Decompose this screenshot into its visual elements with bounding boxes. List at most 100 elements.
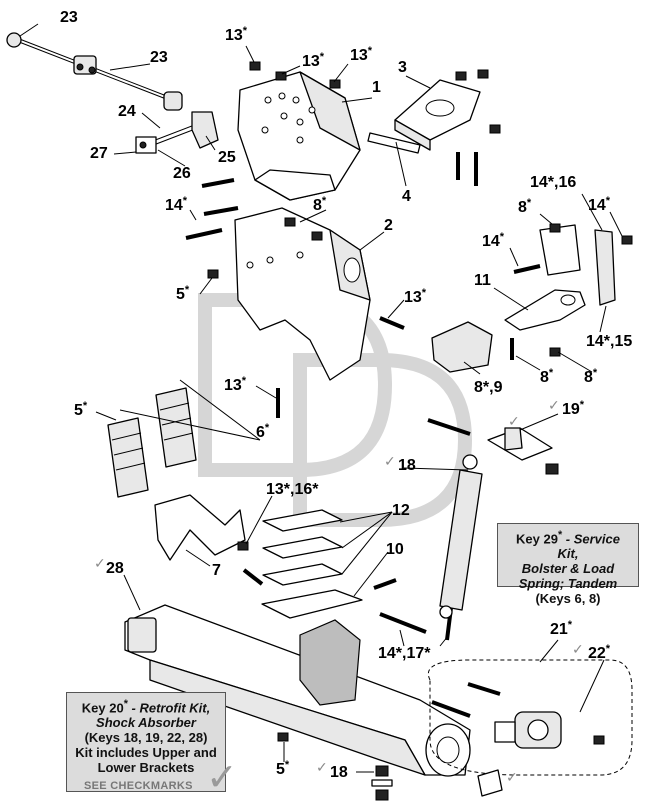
kit-note-20-line3: (Keys 18, 19, 22, 28) [84,730,208,746]
callout-mark: * [526,197,532,209]
callout-key: 8 [540,369,549,386]
kit-star: * [123,698,128,710]
callout-key: 14 [165,197,183,214]
torque-rod-23 [6,32,183,111]
callout-mark: * [367,45,373,57]
walking-beam-28 [124,604,471,777]
callout-14-16: 14*,16 [530,175,576,191]
kit-group-21 [427,659,633,776]
callout-mark: * [605,643,611,655]
callout-13-c: 13* [350,45,373,64]
callout-key: 11 [474,272,491,289]
callout-key: 25 [218,149,236,166]
callout-key: 10 [386,541,404,558]
callout-4: 4 [402,189,411,205]
callout-key: 13 [225,27,243,44]
callout-mark: * [264,422,270,434]
callout-mark: * [242,25,248,37]
kit-note-20-line2: Shock Absorber [96,715,196,731]
callout-key: 4 [402,188,411,205]
callout-key: 5 [276,761,285,778]
callout-mark: * [319,51,325,63]
callout-key: 22 [588,645,606,662]
callout-12: 12 [392,503,410,519]
checkmark-icon: ✓ [508,414,520,430]
lower-stack-18 [371,765,503,801]
kit-key: Key 29 [516,531,558,547]
callout-key: 13 [404,289,422,306]
shock-bracket-11 [504,224,616,331]
checkmark-icon: ✓ [316,760,328,776]
bolster-7 [154,494,246,561]
callout-14-17: 14*,17* [378,646,431,662]
kit-title: - Service Kit, [557,531,620,562]
callout-10: 10 [386,542,404,558]
lower-hanger-2 [234,207,371,381]
callout-14-15: 14*,15 [586,334,632,350]
callout-mark: * [567,619,573,631]
callout-key: 18 [330,764,348,781]
kit-note-29-line2: Bolster & Load [521,561,615,577]
kit-note-29-line3: Spring; Tandem [518,576,618,592]
callout-key: 23 [150,49,168,66]
kit-note-20: Key 20* - Retrofit Kit, Shock Absorber (… [66,692,226,792]
callout-key: 8 [584,369,593,386]
callout-mark: * [82,400,88,412]
callout-21: 21* [550,619,573,638]
callout-22: 22* [588,643,611,662]
callout-mark: * [321,195,327,207]
callout-28: 28 [106,561,124,577]
plate-4 [367,132,421,154]
callout-25: 25 [218,150,236,166]
rod-bracket-24-27 [135,111,219,154]
callout-key: 19 [562,401,580,418]
callout-mark: * [184,284,190,296]
callout-8-c: 8* [540,367,554,386]
callout-5-c: 5* [276,760,289,778]
callout-key: 14 [588,197,606,214]
callout-key: 21 [550,621,568,638]
shock-absorber-18 [439,454,483,641]
kit-star: * [557,529,563,541]
callout-key: 24 [118,103,136,120]
callout-mark: * [499,231,505,243]
checkmark-icon: ✓ [506,770,518,786]
callout-13-16: 13*,16* [266,482,319,498]
bushing-22 [494,711,562,749]
kit-note-20-line5: Lower Brackets [97,760,195,776]
callout-5-a: 5* [176,284,190,303]
callout-14-b: 14* [588,196,610,214]
checkmark-icon: ✓ [384,454,396,470]
callout-24: 24 [118,104,136,120]
checkmark-icon: ✓ [94,556,106,572]
callout-8-d: 8* [584,368,597,386]
callout-14-a: 14* [165,196,187,214]
callout-2: 2 [384,218,393,234]
callout-key: 12 [392,502,410,519]
callout-14-c: 14* [482,231,505,250]
fasteners [185,61,633,745]
callout-26: 26 [173,166,191,182]
leader-lines [19,23,623,773]
callout-8-b: 8* [518,197,532,216]
callout-key: 18 [398,457,416,474]
callout-7: 7 [212,563,221,579]
see-checkmarks-label: SEE CHECKMARKS [84,780,193,792]
callout-key: 23 [60,9,78,26]
kit-key: Key 20 [81,700,124,716]
large-checkmark-icon: ✓ [206,755,238,799]
callout-key: 2 [384,217,393,234]
callout-11: 11 [474,273,491,289]
checkmark-icon: ✓ [572,642,584,658]
callout-key: 14*,16 [530,174,577,191]
callout-mark: * [548,367,554,379]
checkmark-icon: ✓ [548,398,560,414]
kit-note-29-line4: (Keys 6, 8) [535,591,601,607]
callout-key: 1 [372,79,381,96]
callout-key: 5 [176,286,185,303]
callout-key: 28 [106,560,124,577]
callout-key: 14 [482,233,500,250]
callout-key: 7 [212,562,221,579]
callout-13-e: 13* [224,376,246,394]
